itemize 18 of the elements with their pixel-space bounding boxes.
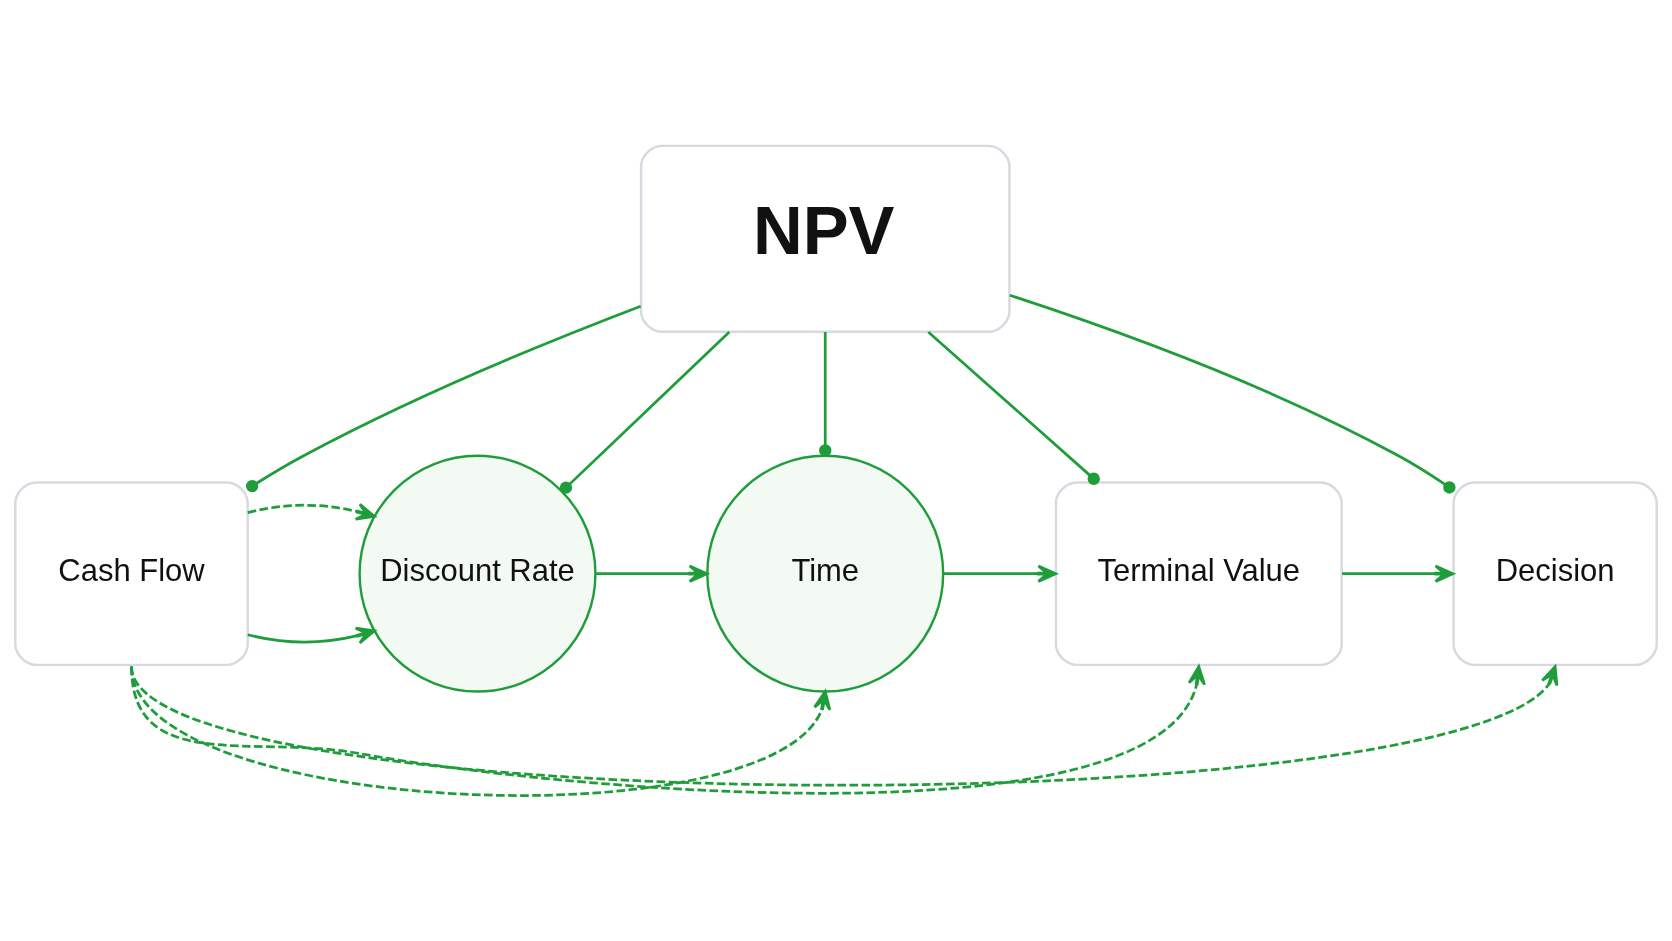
- arrow: [130, 664, 1206, 795]
- arrow: [247, 502, 376, 521]
- connector: [1009, 293, 1456, 494]
- arrow: [595, 564, 709, 583]
- node-circle: Time: [706, 454, 945, 693]
- node-circle: Discount Rate: [358, 454, 597, 693]
- connector: [819, 331, 832, 457]
- arrow: [247, 626, 376, 644]
- node-box: NPV: [639, 144, 1011, 333]
- connector: [559, 330, 731, 494]
- node-box: Terminal Value: [1054, 480, 1343, 666]
- node-box: Decision: [1452, 480, 1658, 666]
- node-box: Cash Flow: [14, 480, 249, 666]
- arrow: [943, 564, 1058, 583]
- connector: [245, 304, 642, 492]
- arrow: [1342, 564, 1455, 583]
- connector: [927, 330, 1100, 485]
- arrow: [130, 664, 1559, 786]
